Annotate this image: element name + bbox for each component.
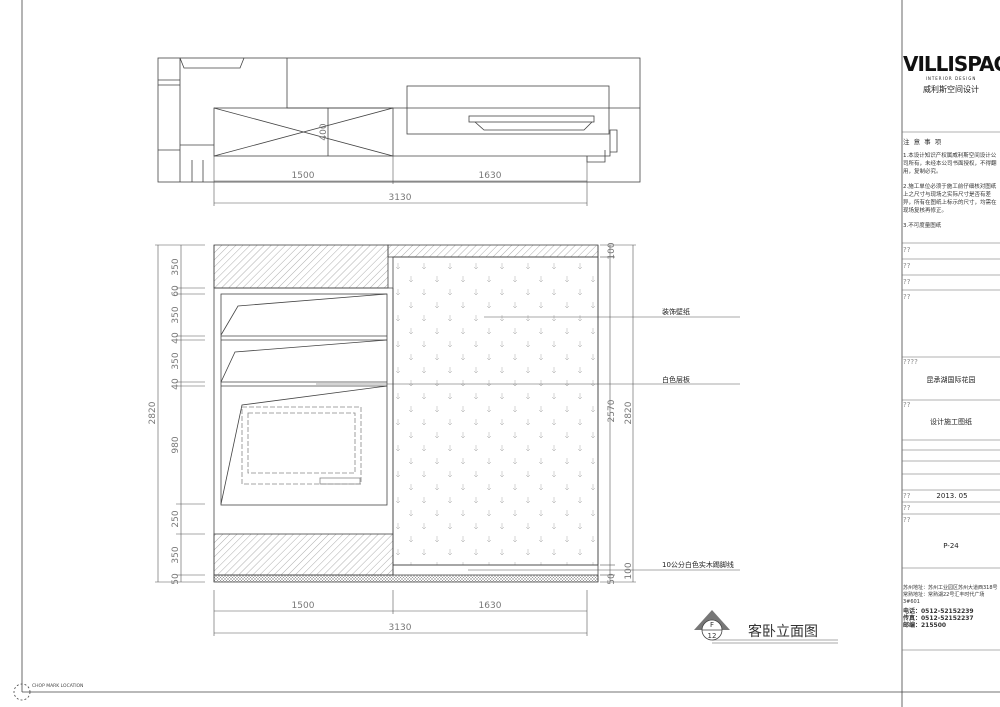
floor-hatch: [213, 533, 394, 576]
right-dim-total: 2820: [624, 401, 634, 424]
left-dim: 40: [171, 332, 181, 344]
left-dim: 350: [171, 546, 181, 563]
section-letter: F: [710, 621, 714, 629]
left-dim: 350: [171, 352, 181, 369]
chop-mark-circle: [13, 683, 31, 701]
left-dim: 60: [171, 285, 181, 297]
field-label: ??: [903, 293, 911, 301]
chop-mark-note: CHOP MARK LOCATION: [32, 683, 83, 689]
plan-dim-total: 3130: [389, 193, 412, 203]
right-dim-top: 100: [607, 242, 617, 259]
section-mark: [694, 610, 730, 641]
left-dim: 350: [171, 306, 181, 323]
contact-zip: 邮编：215500: [903, 622, 947, 629]
company-name: 威利斯空间设计: [923, 85, 979, 94]
contact-changshu: 常熟地址：常熟湖22号汇丰时代广场3#601: [903, 592, 985, 605]
baseboard: [213, 574, 599, 583]
date: 2013. 05: [936, 492, 968, 500]
right-dim-bottom: 50: [607, 573, 617, 585]
tv-frame: [241, 406, 362, 485]
cabinet-plan: [213, 107, 394, 157]
contact-suzhou: 苏州地址：苏州工业园区苏州大道西318号: [903, 585, 998, 591]
left-dim: 40: [171, 378, 181, 390]
note-1: 1.本设计知识产权属威利斯空间设计公司所有，未经本公司书面授权，不得翻用，复制必…: [903, 153, 997, 175]
wall-cabinet: [220, 293, 388, 506]
right-dim-2570: 2570: [607, 399, 617, 422]
note-3: 3.不可度量图纸: [903, 223, 942, 229]
logo-subtitle: INTERIOR DESIGN: [925, 76, 977, 81]
left-dim: 250: [171, 510, 181, 527]
label-shelf: 白色层板: [662, 375, 690, 384]
field-label: ??: [903, 262, 911, 270]
field-label: ??: [903, 504, 911, 512]
section-number: 12: [708, 632, 717, 640]
field-label: ??: [903, 401, 911, 409]
drawing-type: 设计施工图纸: [930, 418, 972, 426]
left-dim-chain: 350 60 350 40 350 40 980 250 350 50 2820: [148, 258, 181, 585]
left-dim: 350: [171, 258, 181, 275]
bottom-dim-total: 3130: [389, 623, 412, 633]
plan-dim-1630: 1630: [479, 171, 502, 181]
plan-view: [157, 57, 641, 183]
ceiling-hatch-left: [213, 244, 389, 289]
wallpaper-panel: [392, 256, 599, 566]
contact-fax: 传真：0512-52152237: [903, 615, 974, 622]
elevation-view: [213, 244, 599, 583]
right-dim-base: 100: [624, 562, 634, 579]
logo: VILLISPACE: [903, 52, 1000, 76]
field-label: ??: [903, 278, 911, 286]
contact-phone: 电话：0512-52152239: [903, 608, 974, 615]
left-dim-total: 2820: [148, 401, 158, 424]
label-wallpaper: 装饰壁纸: [662, 307, 690, 316]
field-label: ??: [903, 516, 911, 524]
project-name: 昆承湖国际花园: [926, 376, 976, 384]
bottom-dim-1630: 1630: [479, 601, 502, 611]
bottom-dim-1500: 1500: [292, 601, 315, 611]
notes-heading: 注 意 事 项: [903, 138, 943, 146]
plan-dim-1500: 1500: [292, 171, 315, 181]
label-baseboard: 10公分白色实木踢脚线: [662, 560, 734, 569]
plan-dim-depth: 400: [319, 123, 329, 140]
drawing-title: 客卧立面图: [748, 623, 818, 640]
left-dim: 50: [171, 573, 181, 585]
page-number: P-24: [943, 542, 959, 550]
field-label: ??: [903, 492, 911, 500]
note-2: 2.施工单位必须于施工前仔细核对图纸上之尺寸与现场之实际尺寸是否有差异，所有在图…: [903, 184, 997, 214]
left-dim: 980: [171, 436, 181, 453]
field-label: ??: [903, 246, 911, 254]
right-dim-chain: 100 2570 2820 100 50: [607, 242, 634, 585]
field-label: ????: [903, 358, 918, 366]
